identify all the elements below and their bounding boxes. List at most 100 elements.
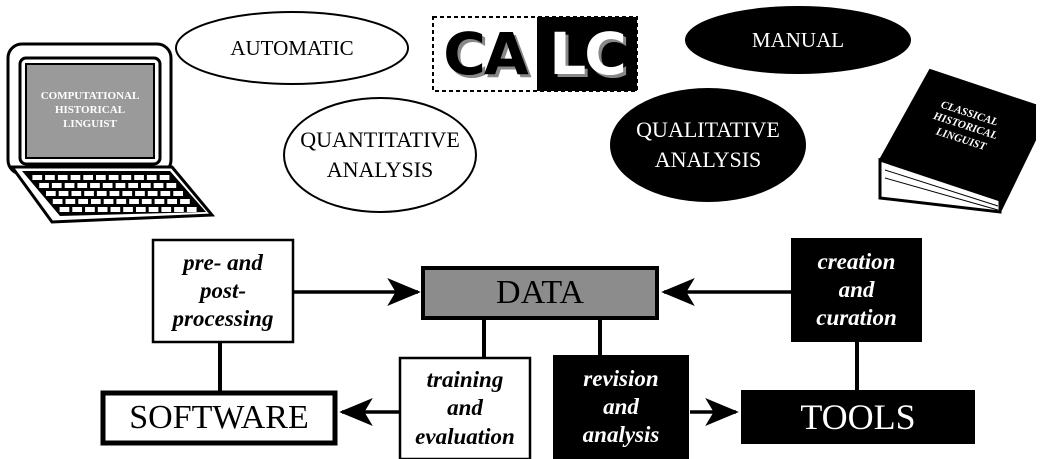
keyboard-key: [121, 175, 132, 180]
keyboard-key: [58, 191, 69, 196]
keyboard-key: [154, 199, 165, 204]
software-box: [100, 390, 338, 446]
keyboard-key: [167, 199, 177, 204]
tools-label: TOOLS: [800, 397, 916, 437]
quantitative-label: QUANTITATIVE ANALYSIS: [284, 98, 476, 212]
keyboard-key: [110, 207, 121, 212]
training-box: [398, 356, 532, 459]
keyboard-key: [70, 175, 81, 180]
keyboard-key: [173, 191, 183, 196]
keyboard-key: [64, 183, 75, 188]
logo-black-half: [537, 17, 637, 91]
keyboard-key: [46, 191, 56, 196]
keyboard-key: [78, 199, 88, 204]
qualitative-label: QUALITATIVE ANALYSIS: [610, 88, 806, 202]
qualitative-line2: ANALYSIS: [654, 147, 762, 172]
keyboard-key: [51, 183, 62, 188]
keyboard-key: [45, 175, 55, 180]
laptop-screen-label: COMPUTATIONAL HISTORICAL LINGUIST: [26, 64, 154, 158]
keyboard-key: [71, 191, 82, 196]
revision-label: revision and analysis: [553, 355, 689, 459]
quantitative-line2: ANALYSIS: [326, 157, 434, 182]
keyboard-key: [39, 183, 49, 188]
revision-line1: revision: [583, 365, 659, 391]
keyboard-key: [128, 183, 138, 188]
keyboard-key: [160, 191, 171, 196]
keyboard-key: [115, 183, 126, 188]
revision-box: [553, 355, 689, 459]
qualitative-ellipse: [610, 88, 806, 202]
automatic-ellipse: [175, 11, 409, 85]
keyboard-key: [96, 175, 106, 180]
keyboard-key: [102, 183, 113, 188]
laptop-line2: HISTORICAL: [54, 104, 126, 117]
keyboard-key: [65, 199, 76, 204]
logo-ca: CA: [433, 17, 537, 91]
prepost-line2: post-: [200, 277, 246, 303]
keyboard-key: [96, 191, 107, 196]
keyboard-key: [85, 207, 95, 212]
keyboard-key: [97, 207, 108, 212]
laptop-line1: COMPUTATIONAL: [40, 90, 140, 103]
logo-lc-text: LC: [549, 20, 627, 88]
quantitative-line1: QUANTITATIVE: [300, 127, 460, 153]
keyboard-key: [77, 183, 88, 188]
keyboard-key: [90, 183, 100, 188]
keyboard-key: [103, 199, 114, 204]
keyboard-key: [174, 207, 184, 212]
training-line1: training: [426, 367, 504, 393]
training-line3: evaluation: [415, 423, 515, 449]
manual-label: MANUAL: [751, 27, 845, 52]
creation-box: [791, 238, 922, 342]
tools-box: [741, 390, 975, 444]
automatic-label: AUTOMATIC: [230, 35, 354, 60]
keyboard-key: [136, 207, 146, 212]
prepost-box: [151, 238, 295, 344]
book-icon: [878, 68, 1037, 214]
revision-line2: and: [603, 393, 639, 419]
keyboard-key: [166, 183, 177, 188]
keyboard-key: [83, 175, 93, 180]
manual-ellipse: [685, 6, 911, 74]
logo-lc: LC: [537, 17, 637, 91]
keyboard-key: [148, 207, 159, 212]
data-box: [421, 266, 659, 320]
keyboard-key: [141, 199, 152, 204]
keyboard-key: [186, 207, 197, 212]
keyboard-key: [135, 191, 145, 196]
keyboard-key: [161, 207, 172, 212]
qualitative-line1: QUALITATIVE: [636, 117, 780, 143]
software-label: SOFTWARE: [129, 399, 309, 436]
prepost-label: pre- and post- processing: [153, 240, 293, 342]
prepost-line1: pre- and: [183, 249, 263, 275]
keyboard-key: [141, 183, 151, 188]
training-label: training and evaluation: [400, 358, 530, 459]
keyboard-key: [108, 175, 119, 180]
keyboard-key: [59, 207, 70, 212]
quantitative-ellipse: [283, 97, 477, 213]
keyboard-key: [72, 207, 82, 212]
keyboard-key: [159, 175, 170, 180]
keyboard-key: [147, 191, 158, 196]
revision-line3: analysis: [582, 422, 660, 448]
creation-label: creation and curation: [791, 238, 922, 342]
keyboard-key: [57, 175, 68, 180]
creation-line1: creation: [817, 248, 896, 274]
keyboard-key: [109, 191, 120, 196]
keyboard-key: [134, 175, 144, 180]
laptop-icon: [6, 42, 216, 224]
keyboard-key: [180, 199, 190, 204]
keyboard-key: [123, 207, 133, 212]
logo-ca-text: CA: [443, 20, 528, 88]
keyboard-key: [116, 199, 127, 204]
creation-line2: and: [838, 276, 875, 302]
training-line2: and: [447, 395, 483, 421]
keyboard-key: [153, 183, 164, 188]
data-label: DATA: [496, 274, 584, 311]
keyboard-key: [146, 175, 157, 180]
keyboard-key: [129, 199, 139, 204]
laptop-line3: LINGUIST: [63, 117, 117, 130]
keyboard-key: [84, 191, 94, 196]
